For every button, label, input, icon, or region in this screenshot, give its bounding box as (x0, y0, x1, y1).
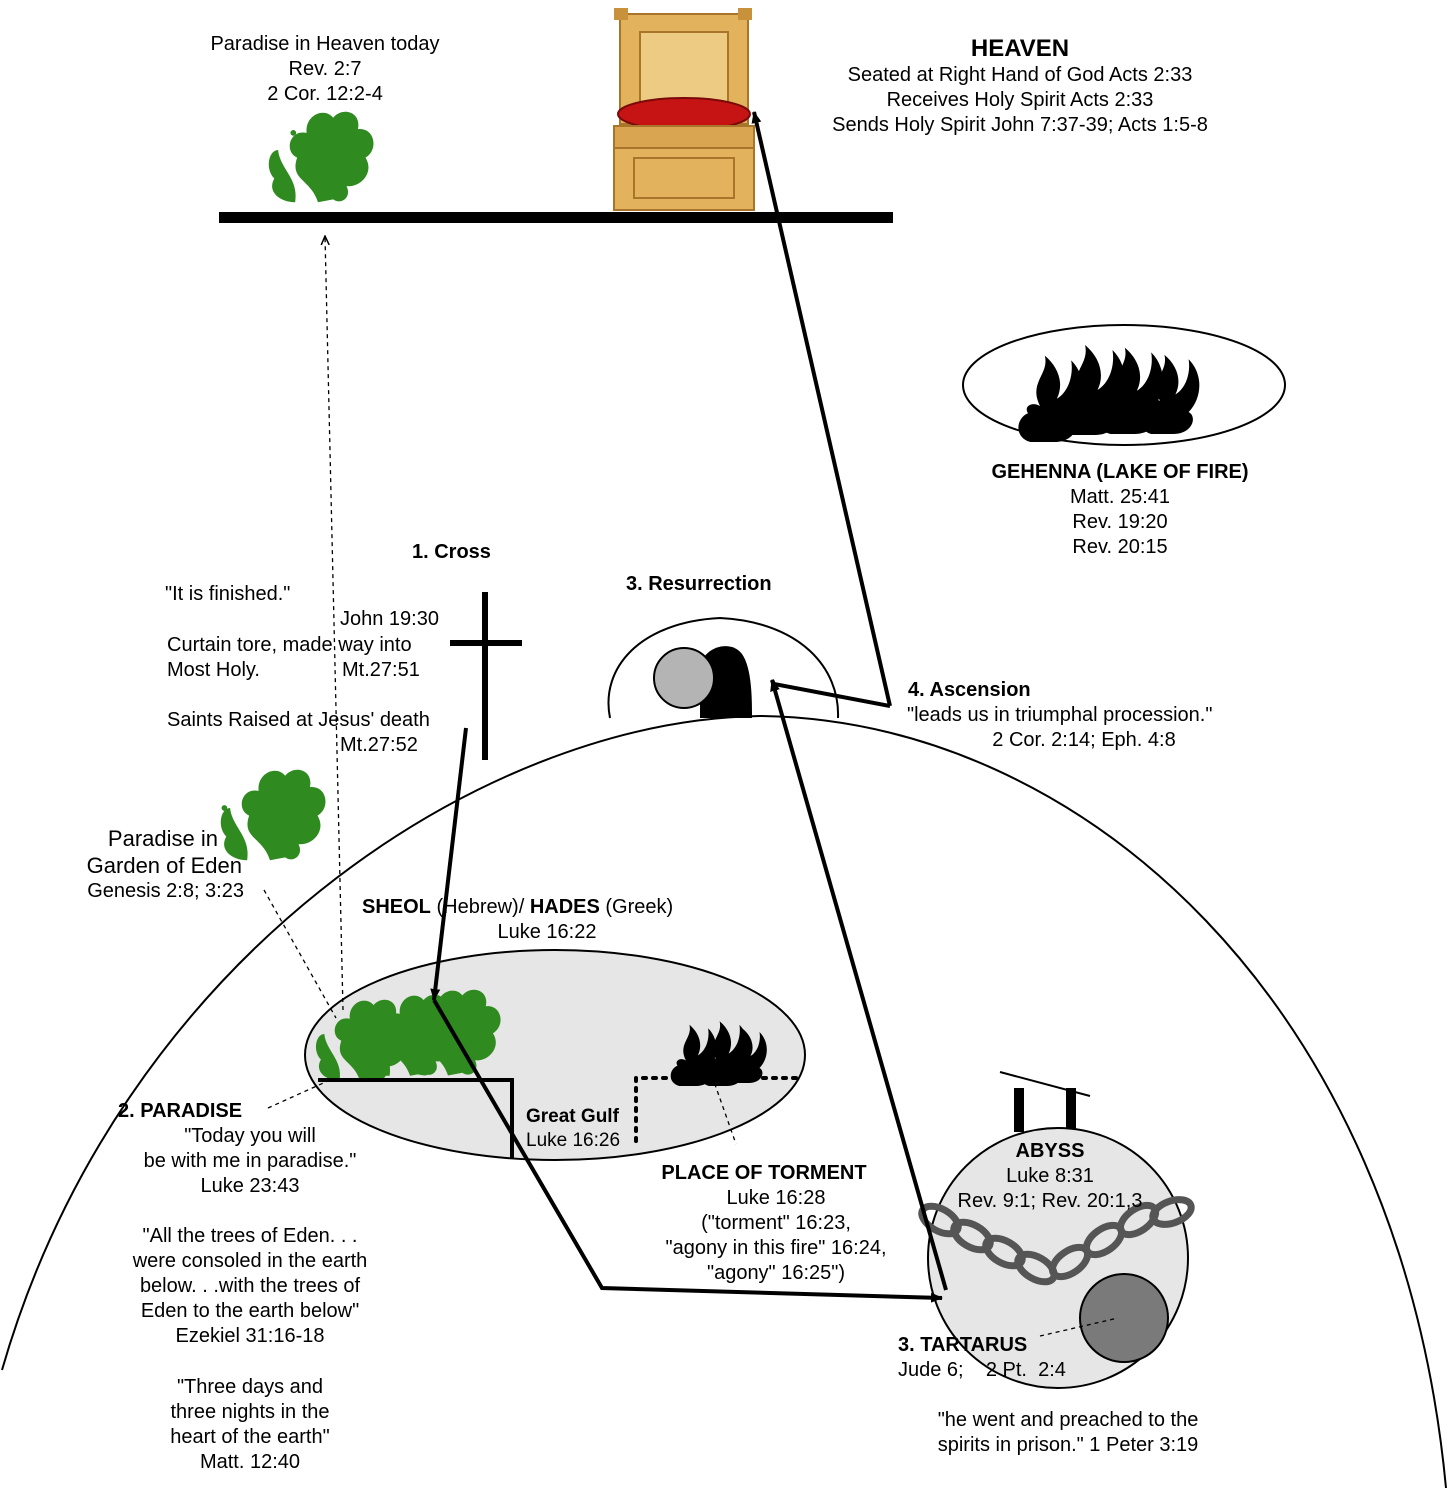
torment-line-2: ("torment" 16:23, (701, 1212, 851, 1234)
torment-line-4: "agony" 16:25") (707, 1262, 845, 1284)
eden-ref: Genesis 2:8; 3:23 (87, 880, 244, 902)
cross-saints-ref: Mt.27:52 (340, 734, 418, 756)
paradise-quote3-line-2: three nights in the (171, 1401, 330, 1423)
heaven-line-1: Seated at Right Hand of God Acts 2:33 (848, 64, 1193, 86)
paradise-callout-line (267, 1079, 331, 1109)
great-gulf-ref: Luke 16:26 (526, 1130, 620, 1151)
cross-icon (450, 592, 522, 760)
earth-arc (1, 714, 1447, 1488)
heaven-paradise-dashed-arrow (325, 236, 344, 1011)
ascension-quote: "leads us in triumphal procession." (907, 704, 1212, 726)
hebrew-word: (Hebrew)/ (431, 896, 530, 918)
abyss-lid (999, 1071, 1091, 1097)
ascension-refs: 2 Cor. 2:14; Eph. 4:8 (992, 729, 1175, 751)
cross-finished-ref: John 19:30 (340, 608, 439, 630)
resurrection-title: 3. Resurrection (626, 573, 772, 595)
sheol-ref: Luke 16:22 (498, 921, 597, 943)
gehenna-ref-2: Rev. 19:20 (1072, 511, 1167, 533)
tartarus-quote-line-2: spirits in prison." 1 Peter 3:19 (938, 1434, 1199, 1456)
paradise-to-tartarus-arrow (432, 998, 943, 1303)
abyss-post-left (1014, 1088, 1024, 1132)
tomb-stone (653, 647, 715, 709)
tomb-arc (607, 616, 840, 719)
tomb-opening (700, 646, 752, 718)
eden-tree-icon (220, 769, 326, 861)
hades-word: HADES (530, 896, 600, 918)
cross-curtain-ref: Mt.27:51 (342, 659, 420, 681)
tartarus-title: 3. TARTARUS (898, 1334, 1027, 1356)
paradise-quote2-line-5: Ezekiel 31:16-18 (176, 1325, 325, 1347)
paradise-quote3-line-4: Matt. 12:40 (200, 1451, 300, 1473)
greek-word: (Greek) (600, 896, 673, 918)
eden-line-1: Paradise in (108, 826, 218, 851)
eden-callout-line (263, 889, 337, 1019)
cross-curtain-line-2: Most Holy. (167, 659, 260, 681)
cross-finished-quote: "It is finished." (165, 583, 290, 605)
heaven-paradise-tree-icon (268, 111, 374, 203)
sheol-word: SHEOL (362, 896, 431, 918)
paradise-quote2-line-2: were consoled in the earth (132, 1250, 368, 1272)
paradise-heaven-label: Paradise in Heaven today (210, 33, 439, 55)
abyss-post-right (1066, 1088, 1076, 1132)
gehenna-title: GEHENNA (LAKE OF FIRE) (991, 461, 1248, 483)
paradise-title: 2. PARADISE (118, 1100, 242, 1122)
heaven-title: HEAVEN (971, 35, 1069, 62)
torment-line-1: Luke 16:28 (727, 1187, 826, 1209)
cross-to-paradise-arrow (430, 727, 468, 1001)
tartarus-stone (1079, 1273, 1169, 1363)
gehenna-ref-1: Matt. 25:41 (1070, 486, 1170, 508)
abyss-ref-1: Luke 8:31 (1006, 1165, 1094, 1187)
paradise-heaven-ref-2: 2 Cor. 12:2-4 (267, 83, 383, 105)
paradise-quote1-line-1: "Today you will (184, 1125, 316, 1147)
ascension-title: 4. Ascension (908, 679, 1031, 701)
throne-icon (613, 8, 755, 211)
paradise-quote2-line-1: "All the trees of Eden. . . (143, 1225, 358, 1247)
eden-line-2: Garden of Eden (87, 853, 242, 878)
tartarus-quote-line-1: "he went and preached to the (938, 1409, 1199, 1431)
paradise-quote1-line-3: Luke 23:43 (201, 1175, 300, 1197)
torment-title: PLACE OF TORMENT (661, 1162, 866, 1184)
chains-icon (918, 1196, 1195, 1286)
ascension-to-heaven-arrow (751, 111, 892, 707)
abyss-title: ABYSS (1016, 1140, 1085, 1162)
resurrection-to-ascension-line (770, 679, 891, 708)
paradise-heaven-ref-1: Rev. 2:7 (289, 58, 362, 80)
torment-line-3: "agony in this fire" 16:24, (666, 1237, 887, 1259)
tartarus-refs: Jude 6; 2 Pt. 2:4 (898, 1359, 1066, 1381)
tartarus-callout-line (1039, 1317, 1119, 1337)
abyss-ref-2: Rev. 9:1; Rev. 20:1,3 (958, 1190, 1143, 1212)
heaven-line-2: Receives Holy Spirit Acts 2:33 (887, 89, 1154, 111)
paradise-quote1-line-2: be with me in paradise." (144, 1150, 357, 1172)
cross-curtain-line-1: Curtain tore, made way into (167, 634, 412, 656)
paradise-quote2-line-4: Eden to the earth below" (141, 1300, 359, 1322)
great-gulf-title: Great Gulf (526, 1106, 620, 1127)
cross-saints-text: Saints Raised at Jesus' death (167, 709, 430, 731)
paradise-quote2-line-3: below. . .with the trees of (140, 1275, 361, 1297)
heaven-line-3: Sends Holy Spirit John 7:37-39; Acts 1:5… (832, 114, 1208, 136)
tartarus-to-resurrection-arrow (770, 679, 948, 1291)
cross-title: 1. Cross (412, 541, 491, 563)
paradise-quote3-line-1: "Three days and (177, 1376, 323, 1398)
heaven-floor (219, 212, 893, 223)
paradise-quote3-line-3: heart of the earth" (170, 1426, 329, 1448)
gehenna-ref-3: Rev. 20:15 (1072, 536, 1167, 558)
sheol-hades-title: SHEOL (Hebrew)/ HADES (Greek) (362, 896, 673, 918)
